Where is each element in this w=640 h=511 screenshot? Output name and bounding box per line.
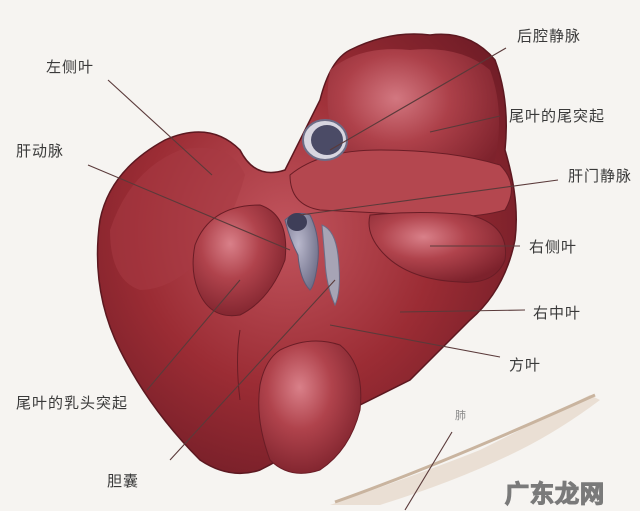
label-right-middle-lobe: 右中叶 <box>533 304 582 322</box>
watermark: 广东龙网 <box>504 479 605 508</box>
label-right-lateral-lobe: 右侧叶 <box>529 238 578 256</box>
papillary-lobe <box>192 204 287 317</box>
label-gallbladder: 胆囊 <box>107 472 140 490</box>
label-quadrate-lobe: 方叶 <box>509 356 542 374</box>
label-papillary-process: 尾叶的乳头突起 <box>16 394 129 412</box>
hepatic-artery-vessel <box>321 224 340 307</box>
label-left-lateral-lobe: 左侧叶 <box>46 58 95 76</box>
label-caudal-vena-cava: 后腔静脉 <box>517 27 582 45</box>
right-lateral-lobe-shape <box>368 212 507 283</box>
label-portal-vein: 肝门静脉 <box>568 167 633 185</box>
label-lung: 肺 <box>455 409 467 422</box>
label-caudate-process: 尾叶的尾突起 <box>509 107 606 125</box>
label-hepatic-artery: 肝动脉 <box>16 142 65 160</box>
quadrate-lobe-shape <box>258 340 362 474</box>
